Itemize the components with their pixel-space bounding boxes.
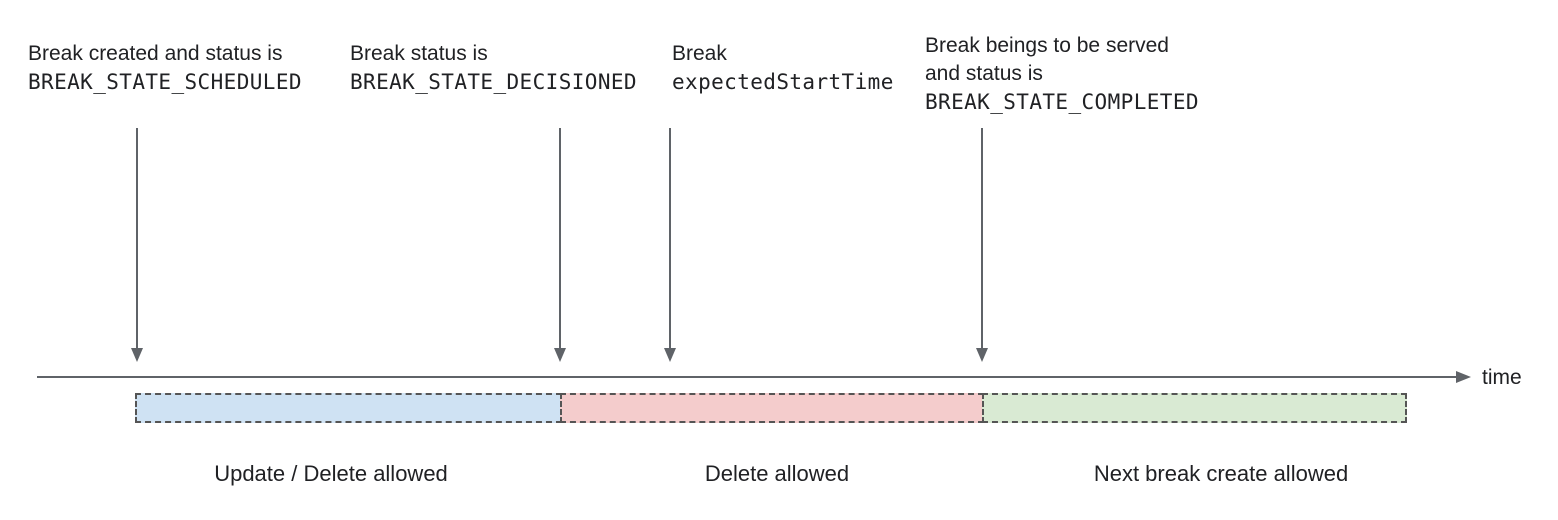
annotation-text: Break created and status is — [28, 42, 283, 65]
annotation-break-completed: Break beings to be served and status is … — [925, 32, 1199, 117]
arrow-head — [664, 348, 676, 362]
arrow-head — [976, 348, 988, 362]
annotation-code: BREAK_STATE_DECISIONED — [350, 70, 637, 94]
segment-next-break-create-allowed — [982, 393, 1407, 423]
annotation-expected-start-time: Break expectedStartTime — [672, 40, 894, 97]
annotation-break-decisioned: Break status is BREAK_STATE_DECISIONED — [350, 40, 637, 97]
segment-delete-allowed — [560, 393, 984, 423]
annotation-break-scheduled: Break created and status is BREAK_STATE_… — [28, 40, 302, 97]
segment-label-update-delete: Update / Delete allowed — [214, 461, 448, 486]
arrow-shaft — [559, 128, 561, 348]
arrow-head — [554, 348, 566, 362]
time-axis-line — [37, 376, 1457, 378]
annotation-code: BREAK_STATE_COMPLETED — [925, 90, 1199, 114]
annotation-text: Break — [672, 42, 727, 65]
segment-update-delete-allowed — [135, 393, 562, 423]
segment-label-delete: Delete allowed — [704, 461, 850, 486]
arrow-head — [131, 348, 143, 362]
annotation-text: and status is — [925, 62, 1043, 85]
annotation-text: Break beings to be served — [925, 34, 1169, 57]
annotation-code: BREAK_STATE_SCHEDULED — [28, 70, 302, 94]
arrow-shaft — [981, 128, 983, 348]
segment-label-next-break-create: Next break create allowed — [1093, 461, 1349, 486]
time-axis-arrowhead-icon — [1456, 371, 1471, 383]
arrow-shaft — [136, 128, 138, 348]
time-axis-label: time — [1482, 366, 1522, 389]
arrow-shaft — [669, 128, 671, 348]
annotation-code: expectedStartTime — [672, 70, 894, 94]
annotation-text: Break status is — [350, 42, 488, 65]
